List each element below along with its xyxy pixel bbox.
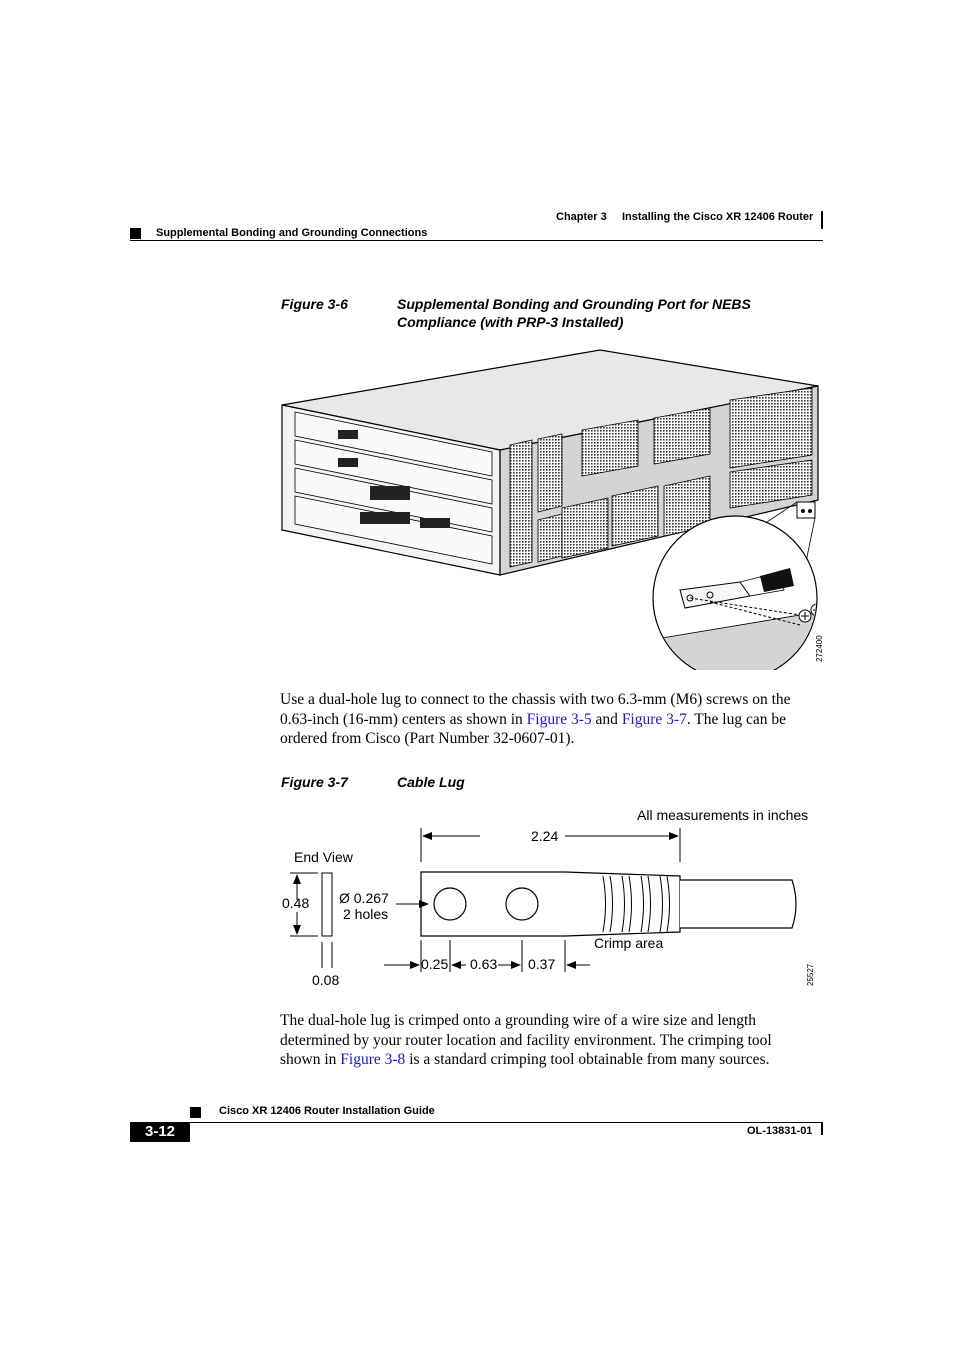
lug-hole-2	[505, 887, 539, 921]
router-chassis-illustration: 272400	[281, 349, 824, 670]
label-length: 2.24	[531, 828, 558, 844]
header-chapter-title: Installing the Cisco XR 12406 Router	[622, 211, 814, 223]
paragraph-1-line3: ordered from Cisco (Part Number 32-0607-…	[280, 730, 575, 747]
header-section: Supplemental Bonding and Grounding Conne…	[156, 227, 428, 239]
label-thickness: 0.08	[312, 972, 339, 988]
header-chapter: Chapter 3	[556, 211, 607, 223]
paragraph-1-line1: Use a dual-hole lug to connect to the ch…	[280, 691, 791, 708]
label-crimp-area: Crimp area	[594, 935, 663, 951]
label-end-view: End View	[294, 849, 354, 865]
label-height: 0.48	[282, 895, 309, 911]
figure-6-art-id: 272400	[815, 635, 824, 662]
link-figure-3-8[interactable]: Figure 3-8	[340, 1051, 406, 1068]
label-measurements-note: All measurements in inches	[637, 807, 808, 823]
screw-icons	[798, 603, 816, 623]
footer-rule	[130, 1122, 823, 1123]
card-connectors	[338, 430, 450, 528]
paragraph-1-line2-mid: and	[591, 710, 622, 728]
label-dim-025: 0.25	[421, 956, 448, 972]
side-vents	[509, 387, 813, 568]
header-section-marker	[130, 228, 141, 239]
paragraph-2-line3-text: shown in	[280, 1051, 341, 1068]
paragraph-2-line3-end: is a standard crimping tool obtainable f…	[405, 1051, 770, 1068]
header-chapter-number: Chapter 3	[556, 211, 607, 223]
crimp-rings	[602, 875, 670, 933]
figure-7-art-id: 25527	[806, 963, 815, 986]
label-dim-037: 0.37	[528, 956, 555, 972]
footer-marker	[190, 1107, 201, 1118]
figure-6-title: Supplemental Bonding and Grounding Port …	[397, 295, 751, 331]
figure-6-number: Figure 3-6	[281, 296, 348, 312]
paragraph-2-line2: determined by your router location and f…	[280, 1031, 772, 1049]
paragraph-1-line2-text: 0.63-inch (16-mm) centers as shown in	[280, 710, 527, 728]
header-rule	[130, 240, 823, 241]
link-figure-3-5[interactable]: Figure 3-5	[526, 710, 592, 728]
lug-end-view	[321, 872, 333, 937]
lug-hole-1	[433, 887, 467, 921]
paragraph-1-line2: 0.63-inch (16-mm) centers as shown in Fi…	[280, 710, 825, 730]
label-hole-diameter: Ø 0.267	[339, 890, 389, 906]
footer-page-number: 3-12	[144, 1123, 176, 1140]
footer-page-number-box	[130, 1122, 190, 1142]
footer-rule-vertical	[821, 1122, 823, 1135]
paragraph-crimping: The dual-hole lug is crimped onto a grou…	[280, 1011, 825, 1070]
paragraph-1-line2-end: . The lug can be	[686, 710, 786, 728]
header-rule-vertical	[821, 211, 823, 229]
figure-6-title-line2: Compliance (with PRP-3 Installed)	[397, 314, 624, 330]
figure-7-number: Figure 3-7	[281, 774, 348, 790]
link-figure-3-7[interactable]: Figure 3-7	[621, 710, 687, 728]
figure-6-title-line1: Supplemental Bonding and Grounding Port …	[397, 296, 751, 312]
paragraph-2-line1: The dual-hole lug is crimped onto a grou…	[280, 1012, 757, 1029]
paragraph-lug-intro: Use a dual-hole lug to connect to the ch…	[280, 690, 825, 749]
label-dim-063: 0.63	[470, 956, 497, 972]
label-holes: 2 holes	[343, 906, 388, 922]
paragraph-2-line3: shown in Figure 3-8 is a standard crimpi…	[280, 1050, 825, 1070]
footer-doc-number: OL-13831-01	[747, 1125, 813, 1137]
grounding-port	[796, 501, 816, 519]
figure-7-title: Cable Lug	[397, 774, 465, 790]
cable-lug-diagram: All measurements in inches 2.24 End View…	[282, 807, 815, 988]
footer-guide-title: Cisco XR 12406 Router Installation Guide	[219, 1105, 435, 1117]
grounding-wire	[680, 879, 797, 929]
